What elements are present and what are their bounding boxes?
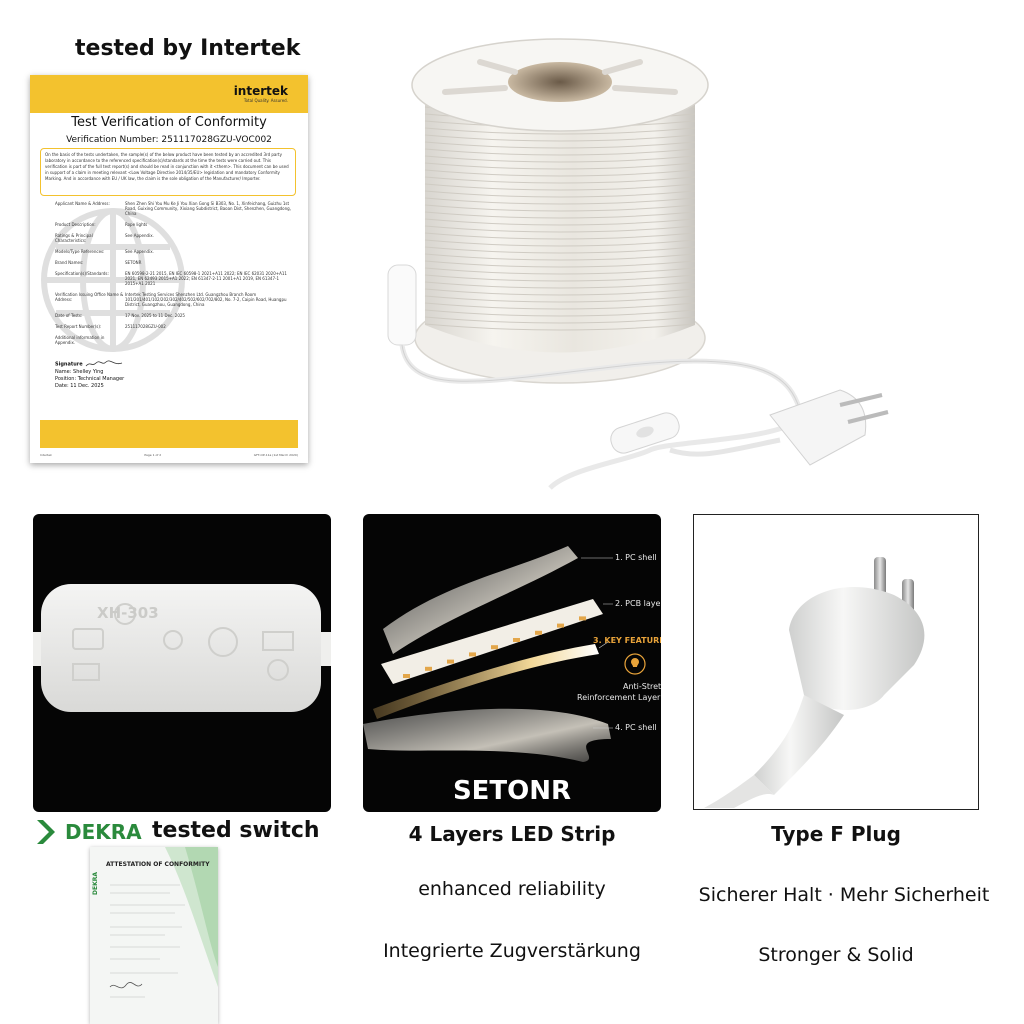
verification-number: Verification Number: 251117028GZU-VOC002	[66, 135, 272, 145]
layer-label-2: 2. PCB layer	[615, 599, 661, 608]
field-value: Shen Zhen Shi You Mu Ke Ji You Xian Gong…	[125, 201, 291, 216]
certificate-field-row: Additional information in Appendix.	[55, 335, 295, 345]
field-key: Verification Issuing Office Name & Addre…	[55, 292, 124, 302]
field-key: Specification(s)/Standards:	[55, 271, 109, 276]
dekra-chevron-icon	[37, 820, 55, 844]
type-f-plug-image	[704, 557, 925, 808]
field-key: Date of Tests:	[55, 313, 83, 318]
signer-name: Name: Shelley Ying	[55, 368, 104, 375]
intertek-logo: intertek	[233, 84, 288, 98]
layer-label-3: 3. KEY FEATURE	[593, 636, 661, 645]
signer-position: Position: Technical Manager	[55, 375, 125, 382]
intertek-heading: tested by Intertek	[75, 36, 301, 61]
strip-layers-panel: 1. PC shell 2. PCB layer 3. KEY FEATURE …	[363, 514, 661, 812]
certificate-header-bar	[30, 75, 308, 113]
switch-box-panel: XH-303	[33, 514, 331, 812]
certificate-field-row: Ratings & Principal Characteristics: See …	[55, 233, 295, 243]
certificate-field-row: Test Report Number(s): 251117028GZU-002	[55, 324, 295, 329]
footer-left: Intertek	[40, 453, 52, 457]
dekra-doc-background	[109, 847, 218, 998]
strip-layers-image	[363, 546, 646, 762]
certificate-fields: Applicant Name & Address: Shen Zhen Shi Y…	[55, 201, 295, 351]
signature-label: Signature	[55, 361, 83, 368]
switch-box-image: XH-303	[33, 584, 331, 712]
plug-title: Type F Plug	[771, 822, 901, 846]
handwritten-signature	[85, 360, 123, 367]
field-value: See Appendix.	[125, 233, 154, 238]
certificate-legal-footer	[40, 420, 298, 448]
field-value	[125, 335, 295, 345]
field-key: Models/Type References:	[55, 249, 105, 254]
plug-caption-1: Sicherer Halt · Mehr Sicherheit	[698, 884, 990, 906]
globe-watermark-icon	[41, 208, 185, 352]
certificate-title: Test Verification of Conformity	[71, 115, 267, 130]
dekra-heading: tested switch	[152, 818, 320, 843]
plug-caption-2: Stronger & Solid	[758, 944, 914, 966]
dekra-logo-text: DEKRA	[65, 820, 142, 844]
strip-caption-1: enhanced reliability	[418, 878, 606, 900]
field-value: Rope lights	[125, 222, 148, 227]
certificate-field-row: Applicant Name & Address: Shen Zhen Shi Y…	[55, 201, 295, 216]
dekra-attestation-document: ATTESTATION OF CONFORMITY DEKRA	[90, 847, 218, 1024]
field-value: EN 60598-2-21 2015, EN IEC 60598-1 2021+…	[125, 271, 287, 286]
certificate-field-row: Brand Names: SETONR	[55, 260, 295, 265]
certificate-field-row: Specification(s)/Standards: EN 60598-2-21…	[55, 271, 295, 286]
field-value: See Appendix.	[125, 249, 154, 254]
bulb-icon	[624, 653, 646, 675]
footer-form: GFT-OP-11a (1st March 2020)	[253, 453, 298, 457]
footer-page: Page 1 of 2	[144, 453, 162, 457]
signature-block: Signature Name: Shelley Ying Position: T…	[55, 360, 124, 390]
certificate-field-row: Models/Type References: See Appendix.	[55, 249, 295, 254]
strip-title: 4 Layers LED Strip	[408, 822, 616, 846]
key-feature-desc-2: Reinforcement Layer	[577, 693, 661, 702]
led-strip-reel-image	[387, 38, 889, 490]
dekra-doc-side-logo: DEKRA	[92, 872, 99, 895]
certificate-field-row: Date of Tests: 17 Nov. 2025 to 11 Dec. 20…	[55, 313, 295, 318]
field-key: Applicant Name & Address:	[55, 201, 110, 206]
field-key: Ratings & Principal Characteristics:	[55, 233, 93, 243]
layer-label-1: 1. PC shell	[615, 553, 657, 562]
intertek-certificate: intertek Total Quality. Assured. Test Ve…	[30, 75, 308, 463]
field-value: Intertek Testing Services Shenzhen Ltd. …	[125, 292, 287, 307]
layer-label-4: 4. PC shell	[615, 723, 657, 732]
setonr-brand: SETONR	[452, 776, 572, 806]
signer-date: Date: 11 Dec. 2025	[55, 382, 104, 389]
certificate-field-row: Product Description: Rope lights	[55, 222, 295, 227]
certificate-page-footer: Intertek Page 1 of 2 GFT-OP-11a (1st Mar…	[40, 453, 298, 457]
field-key: Additional information in Appendix.	[55, 335, 105, 345]
field-value: 251117028GZU-002	[125, 324, 166, 329]
field-key: Test Report Number(s):	[55, 324, 102, 329]
certificate-intro: On the basis of the tests undertaken, th…	[40, 148, 296, 196]
dekra-doc-title: ATTESTATION OF CONFORMITY	[106, 861, 210, 868]
strip-caption-2: Integrierte Zugverstärkung	[383, 940, 641, 962]
field-value: 17 Nov. 2025 to 11 Dec. 2025	[125, 313, 185, 318]
switch-model-text: XH-303	[97, 604, 159, 622]
certificate-field-row: Verification Issuing Office Name & Addre…	[55, 292, 295, 307]
plug-panel	[693, 514, 979, 810]
intertek-logo-tagline: Total Quality. Assured.	[243, 98, 288, 103]
field-key: Brand Names:	[55, 260, 84, 265]
field-key: Product Description:	[55, 222, 96, 227]
dekra-logo: DEKRA	[35, 818, 142, 846]
field-value: SETONR	[125, 260, 142, 265]
key-feature-desc-1: Anti-Stretch	[623, 682, 661, 691]
